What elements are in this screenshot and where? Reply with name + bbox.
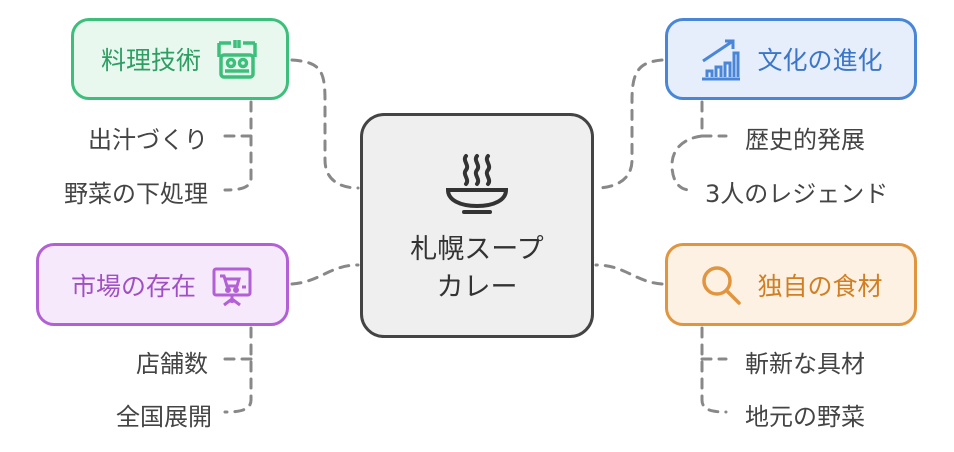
topic-label: 市場の存在 — [70, 271, 196, 301]
topic-cooking-technique[interactable]: 料理技術 — [71, 18, 289, 100]
leaf-vegetable-prep[interactable]: 野菜の下処理 — [64, 180, 208, 208]
topic-label: 料理技術 — [100, 46, 201, 75]
growth-chart-icon — [702, 39, 741, 81]
leaf-history[interactable]: 歴史的発展 — [745, 126, 865, 154]
leaf-nationwide[interactable]: 全国展開 — [116, 403, 212, 431]
presentation-cart-icon — [212, 267, 252, 306]
topic-market-presence[interactable]: 市場の存在 — [36, 243, 289, 326]
leaf-store-count[interactable]: 店舗数 — [136, 350, 208, 378]
connector-culture-children — [670, 100, 728, 192]
connector-cooking-children — [223, 100, 253, 192]
magnifier-icon — [702, 265, 742, 305]
connector-market-children — [223, 326, 253, 414]
connector-cooking — [290, 58, 360, 190]
connector-ingredients — [594, 263, 664, 286]
soup-bowl-icon — [445, 154, 509, 214]
topic-label: 独自の食材 — [757, 271, 883, 301]
connector-culture — [594, 58, 664, 190]
connector-market — [290, 263, 360, 286]
central-topic[interactable]: 札幌スープ カレー — [360, 113, 594, 338]
leaf-local-vegetables[interactable]: 地元の野菜 — [745, 403, 865, 431]
cooking-stove-icon — [217, 40, 257, 79]
central-title-line1: 札幌スープ — [410, 234, 544, 265]
topic-unique-ingredients[interactable]: 独自の食材 — [665, 243, 917, 326]
leaf-three-legends[interactable]: 3人のレジェンド — [705, 180, 889, 208]
connector-ingredients-children — [700, 326, 728, 414]
leaf-novel-toppings[interactable]: 斬新な具材 — [745, 350, 865, 378]
topic-label: 文化の進化 — [757, 46, 883, 75]
central-title-line2: カレー — [436, 272, 518, 303]
leaf-dashi[interactable]: 出汁づくり — [88, 126, 208, 154]
topic-culture-evolution[interactable]: 文化の進化 — [665, 18, 917, 100]
